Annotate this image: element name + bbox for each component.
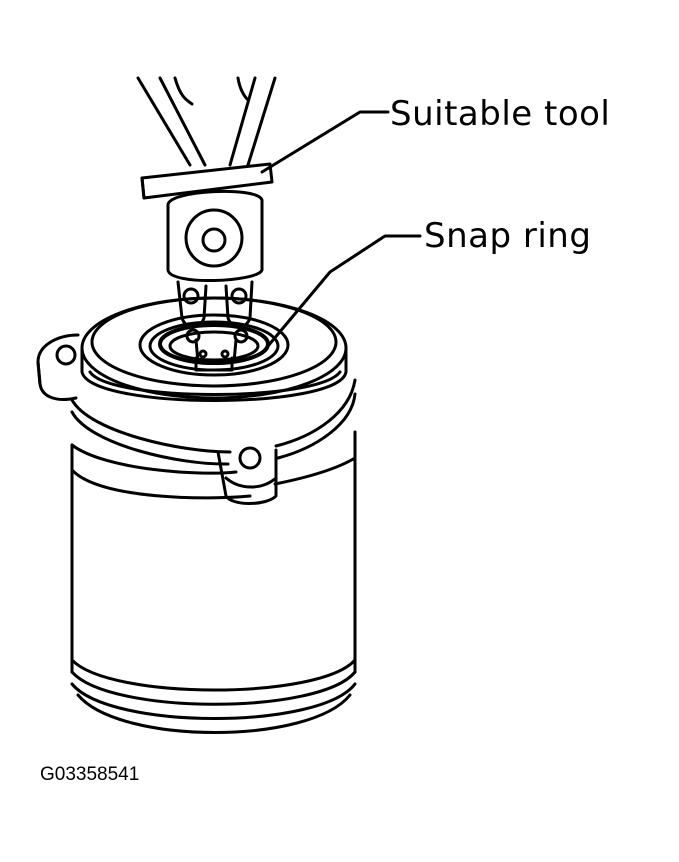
callout-leaders xyxy=(260,110,422,348)
housing-body xyxy=(70,430,357,734)
snap-ring-label: Snap ring xyxy=(424,216,592,256)
top-cover xyxy=(80,296,348,402)
ring-leader-line xyxy=(266,234,422,348)
tool-leader-line xyxy=(260,110,390,174)
mounting-flange xyxy=(36,333,357,505)
suitable-tool-label: Suitable tool xyxy=(390,94,611,134)
snap-ring xyxy=(158,323,270,372)
snap-ring-pliers xyxy=(136,76,277,364)
figure-id: G03358541 xyxy=(40,764,140,785)
